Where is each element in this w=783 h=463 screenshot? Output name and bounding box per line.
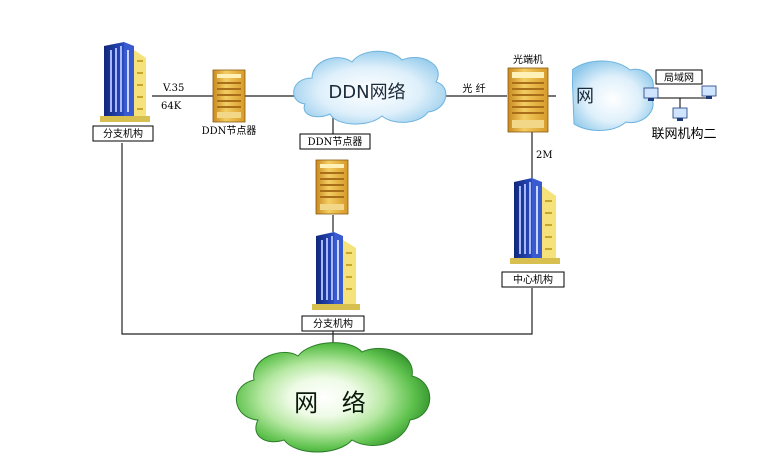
svg-text:分支机构: 分支机构 [313, 317, 353, 330]
label-partner-cloud: 网 [576, 86, 594, 107]
label-branch-left: 分支机构 [92, 125, 154, 142]
label-green-network: 网 络 [294, 389, 374, 417]
svg-text:分支机构: 分支机构 [103, 127, 143, 140]
building-center [510, 178, 560, 264]
computer-icon [701, 85, 717, 99]
computer-icon [672, 107, 688, 121]
router-mid [315, 159, 349, 215]
svg-text:中心机构: 中心机构 [513, 273, 553, 286]
link-bottom-bus [121, 143, 533, 335]
router-left [212, 69, 246, 123]
label-64k: 64K [161, 101, 182, 112]
lan-group: 局域网 [643, 69, 717, 121]
label-ddn-router-left: DDN节点器 [202, 125, 257, 137]
building-bottom [312, 232, 360, 310]
building-left [100, 42, 150, 122]
label-branch-bottom: 分支机构 [301, 315, 365, 332]
label-partner: 联网机构二 [651, 127, 716, 142]
ddn-cloud: DDN网络 [293, 50, 447, 125]
label-ddn-cloud: DDN网络 [328, 82, 405, 103]
label-fiber: 光 纤 [462, 82, 485, 95]
computer-icon [643, 87, 659, 101]
connections [121, 95, 572, 352]
label-optical-terminal: 光端机 [513, 53, 543, 66]
label-lan: 局域网 [664, 71, 694, 84]
green-network-cloud: 网 络 [236, 342, 431, 453]
svg-text:DDN节点器: DDN节点器 [308, 136, 363, 148]
label-2m: 2M [536, 150, 553, 161]
optical-terminal [507, 67, 549, 133]
partner-cloud: 网 [556, 56, 654, 136]
label-ddn-router-mid: DDN节点器 [299, 133, 371, 150]
label-v35: V.35 [162, 83, 184, 94]
label-center-office: 中心机构 [501, 271, 565, 288]
